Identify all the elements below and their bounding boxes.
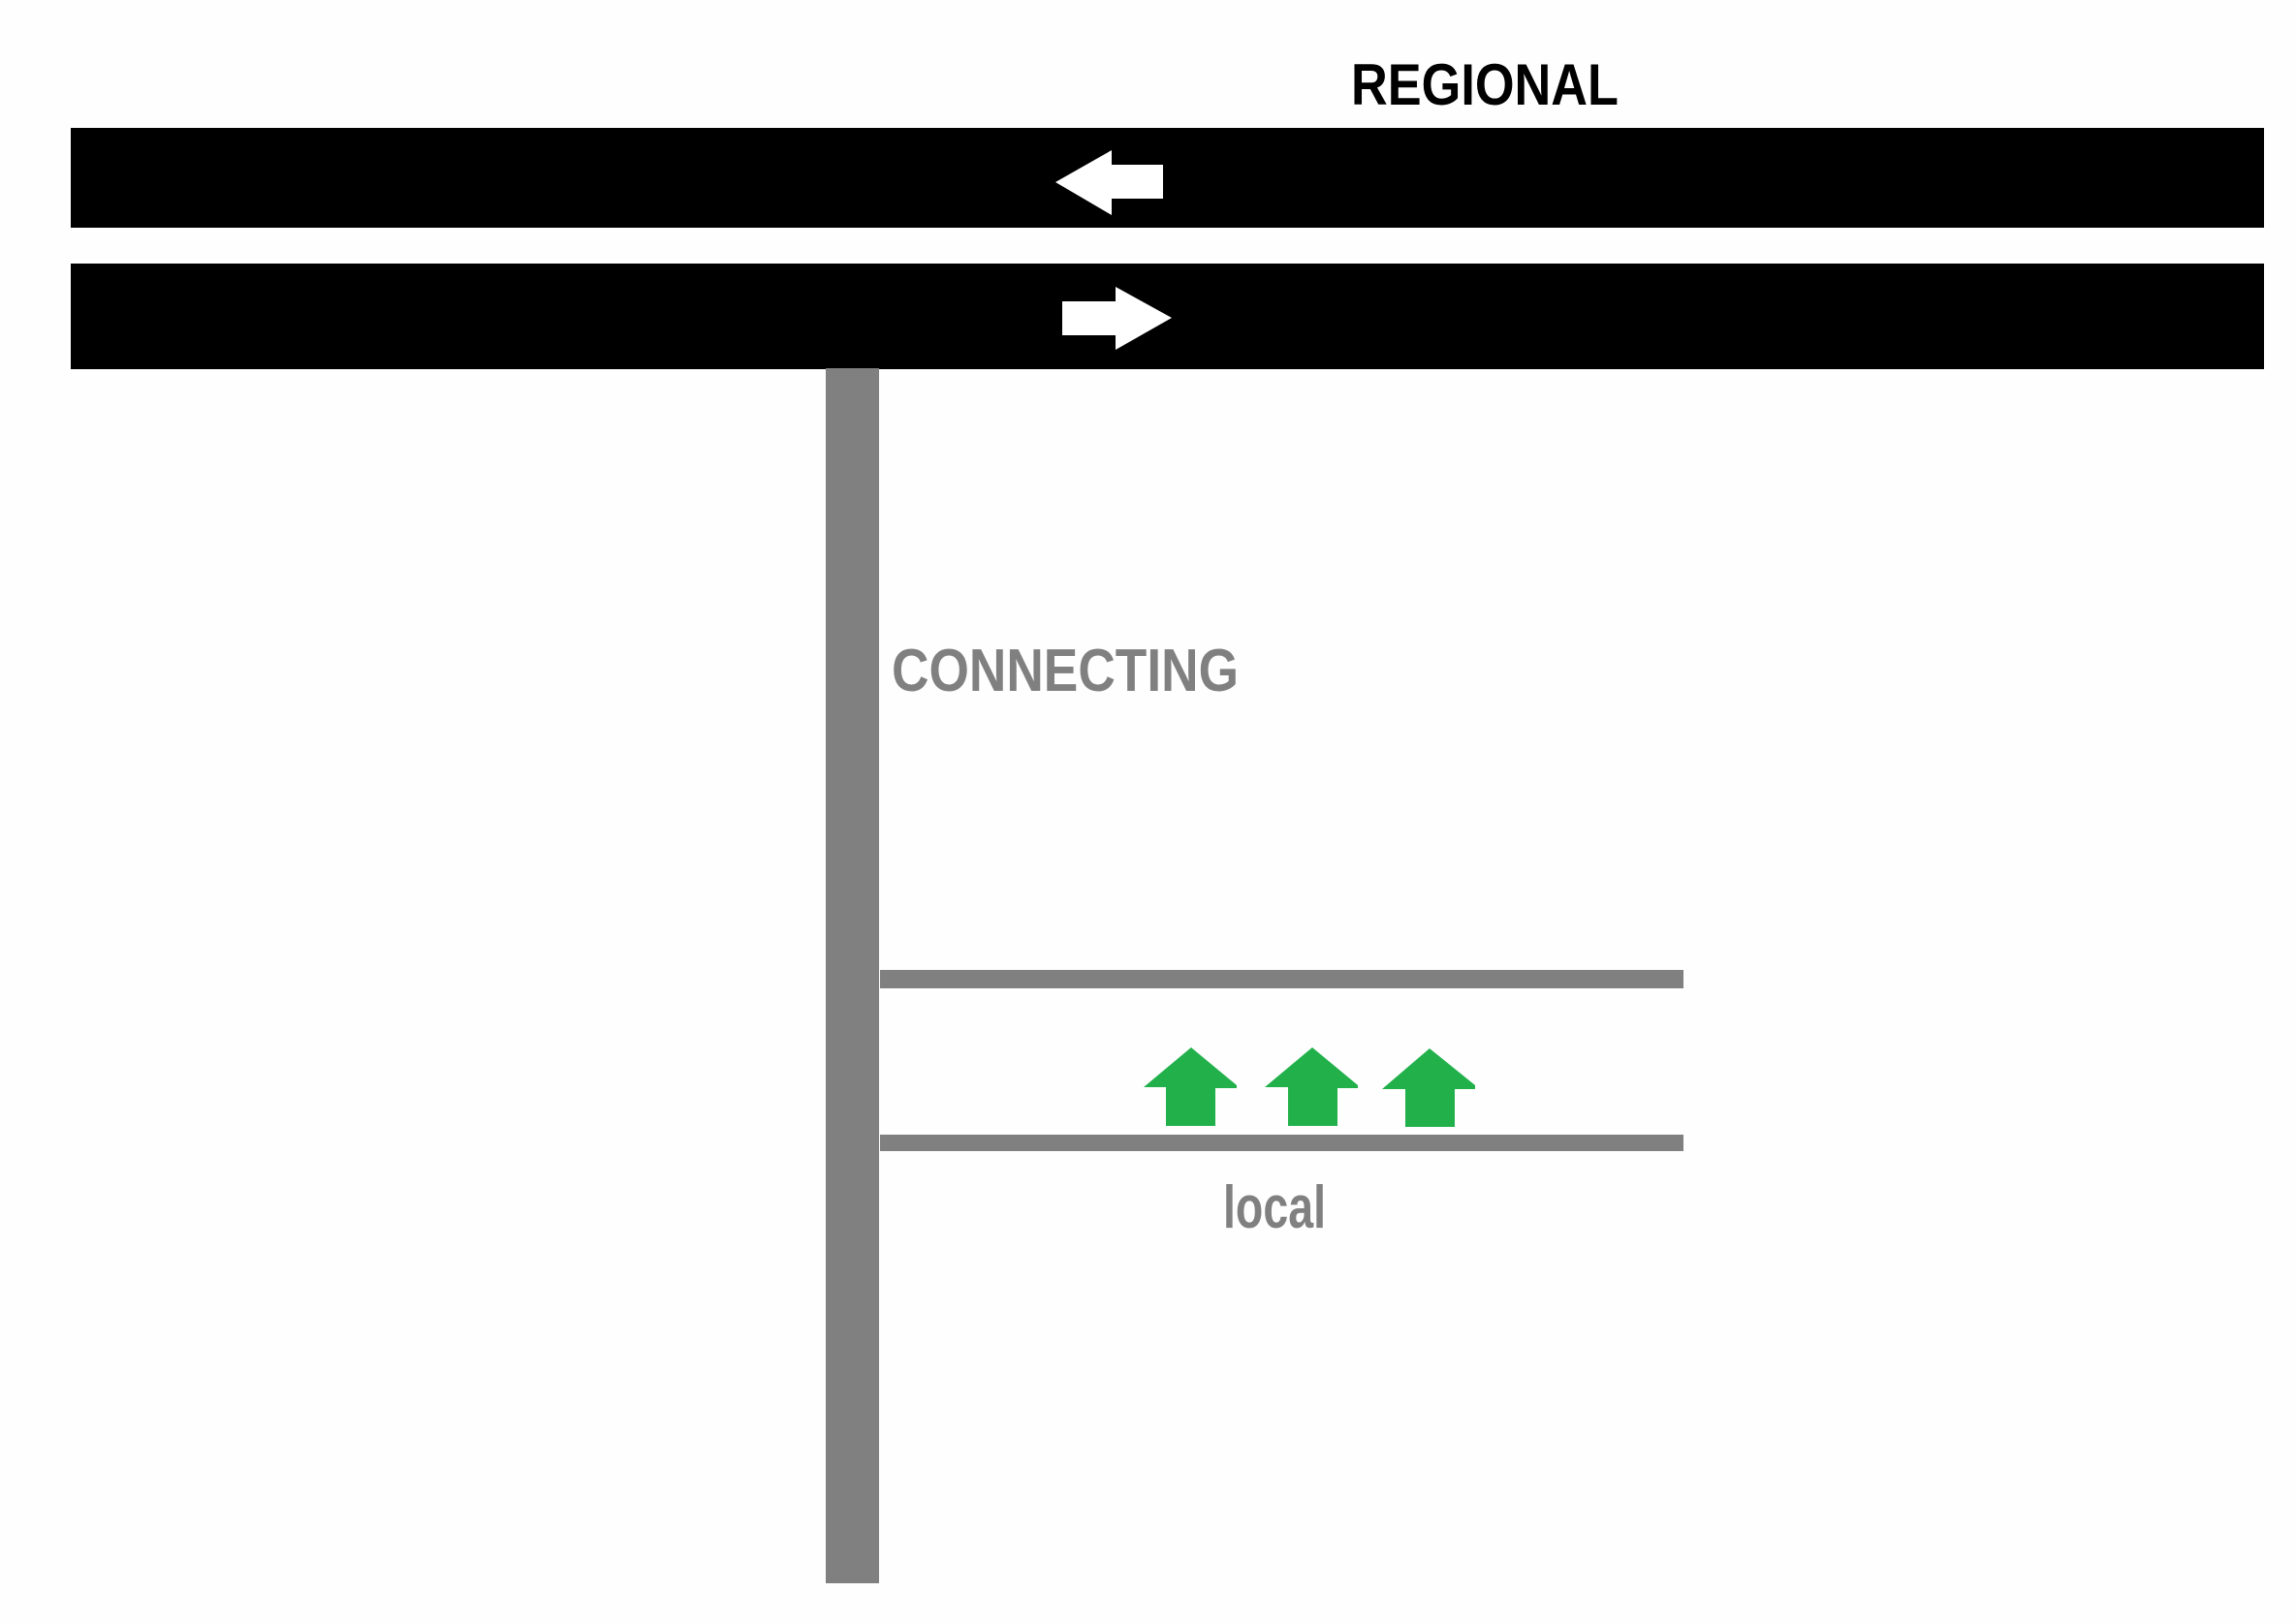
arrow-right-icon — [1062, 287, 1172, 350]
local-label: local — [1223, 1174, 1326, 1241]
arrow-up-icon — [1382, 1048, 1475, 1127]
connecting-label: CONNECTING — [892, 638, 1239, 704]
local-road-top-edge — [880, 970, 1683, 988]
connecting-road — [826, 368, 879, 1583]
arrow-up-icon — [1144, 1047, 1237, 1126]
regional-label: REGIONAL — [1351, 52, 1619, 117]
local-road-bottom-edge — [880, 1135, 1683, 1151]
regional-road-westbound — [71, 128, 2264, 228]
arrow-up-icon — [1265, 1047, 1358, 1126]
arrow-left-icon — [1055, 150, 1163, 215]
